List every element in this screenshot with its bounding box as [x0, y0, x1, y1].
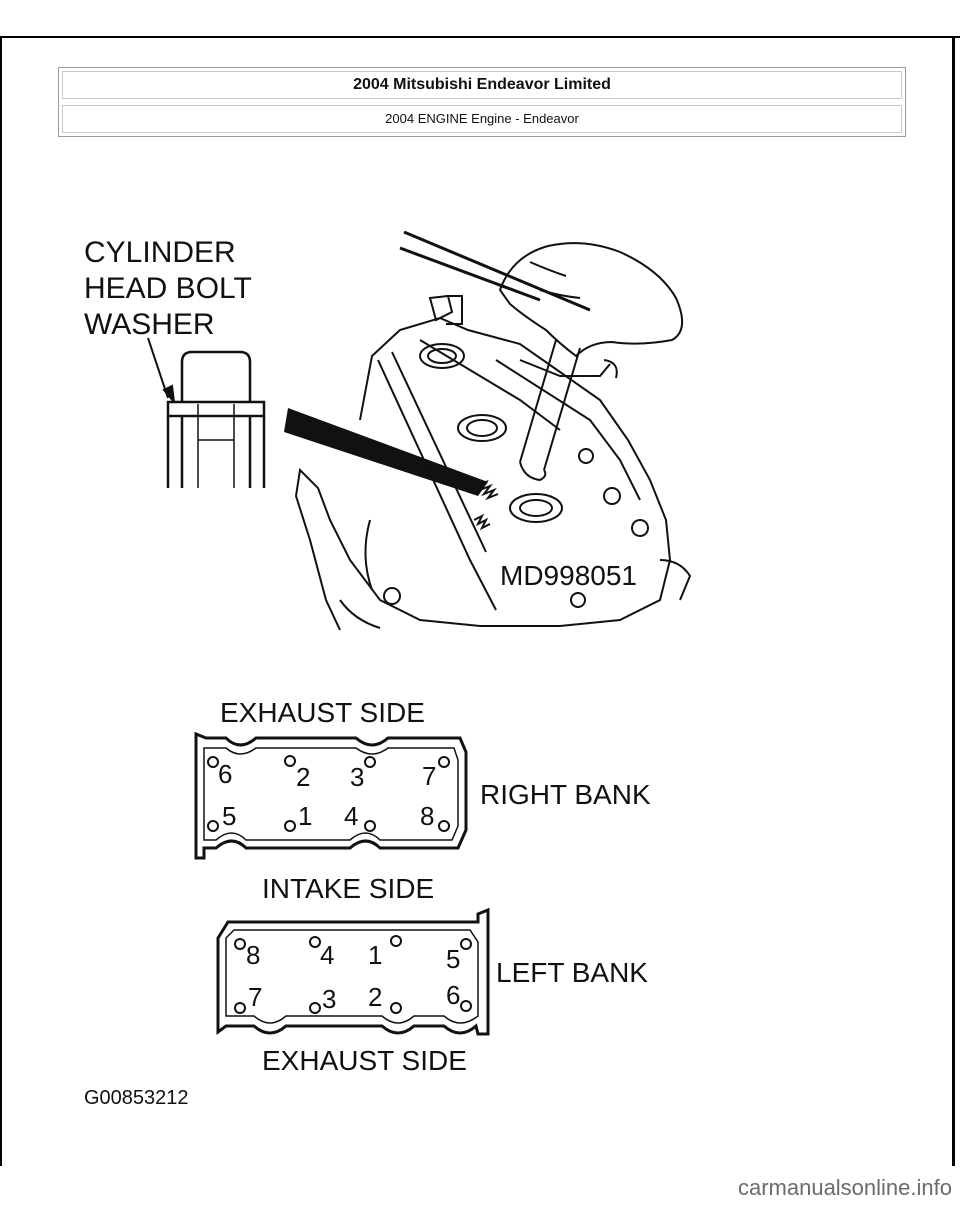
washer-label-line-1: CYLINDER	[84, 236, 236, 269]
cylinder-head-drawing	[294, 230, 692, 631]
right-bank-bolt-bottom-1: 5	[222, 801, 236, 831]
right-bank-bolt-top-4: 7	[422, 761, 436, 791]
left-bank-bolt-bottom-2: 3	[322, 984, 336, 1014]
right-bank-bolt-top-2: 2	[296, 762, 310, 792]
right-bank-top-side-label: EXHAUST SIDE	[220, 697, 425, 728]
washer-label-line-2: HEAD BOLT	[84, 272, 252, 305]
vehicle-title: 2004 Mitsubishi Endeavor Limited	[62, 71, 902, 99]
page-frame-right	[952, 36, 955, 1166]
right-bank-bolt-top-1: 6	[218, 759, 232, 789]
section-title: 2004 ENGINE Engine - Endeavor	[62, 105, 902, 133]
right-bank-bolt-bottom-2: 1	[298, 801, 312, 831]
watermark: carmanualsonline.info	[737, 1175, 952, 1200]
right-bank-bolt-bottom-4: 8	[420, 801, 434, 831]
document-header: 2004 Mitsubishi Endeavor Limited 2004 EN…	[58, 67, 906, 137]
right-bank-outline	[194, 731, 468, 860]
right-bank-bolt-bottom-3: 4	[344, 801, 358, 831]
page-frame-left	[0, 36, 2, 1166]
left-bank-bolt-bottom-4: 6	[446, 980, 460, 1010]
left-bank-bolt-bottom-1: 7	[248, 982, 262, 1012]
left-bank-bolt-holes	[234, 935, 472, 1014]
tool-label: MD998051	[500, 560, 637, 591]
left-bank-bottom-side-label: EXHAUST SIDE	[262, 1045, 467, 1076]
left-bank-bolt-top-4: 5	[446, 944, 460, 974]
left-bank-bolt-top-2: 4	[320, 940, 334, 970]
left-bank-bolt-top-3: 1	[368, 940, 382, 970]
page-frame-top	[0, 36, 960, 38]
right-bank-label: RIGHT BANK	[480, 779, 651, 810]
left-bank-outline	[216, 907, 490, 1036]
callout-wedge	[284, 408, 488, 496]
right-bank-bolt-top-3: 3	[350, 762, 364, 792]
washer-leader-arrow	[147, 337, 176, 406]
left-bank-bolt-top-1: 8	[246, 940, 260, 970]
washer-label-line-3: WASHER	[84, 308, 215, 341]
figure-id: G00853212	[84, 1087, 189, 1109]
left-bank-label: LEFT BANK	[496, 957, 648, 988]
head-bolt-washer-drawing	[166, 350, 266, 488]
right-bank-bottom-side-label: INTAKE SIDE	[262, 873, 434, 904]
left-bank-bolt-bottom-3: 2	[368, 982, 382, 1012]
right-bank-bolt-holes	[207, 755, 450, 832]
